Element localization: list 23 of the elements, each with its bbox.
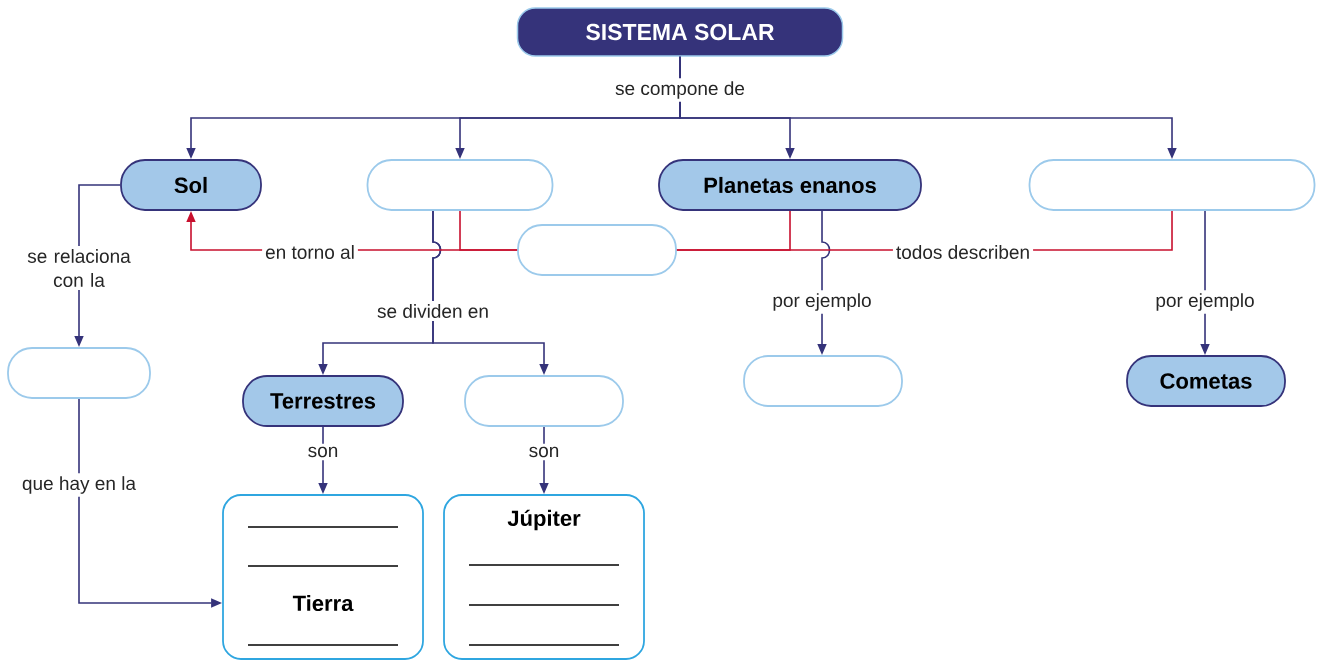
- edge-label: por ejemplo: [769, 290, 875, 314]
- edge-label: se compone de: [612, 78, 748, 102]
- concept-box: [517, 224, 677, 276]
- edge-label: son: [304, 443, 342, 461]
- concept-box: Planetas enanos: [658, 159, 922, 211]
- edge-label: se relaciona con la: [16, 246, 142, 290]
- edge-label: se dividen en: [374, 301, 492, 321]
- concept-box: Cometas: [1126, 355, 1286, 407]
- title-box: SISTEMA SOLAR: [516, 7, 844, 57]
- concept-box: Sol: [120, 159, 262, 211]
- answer-box: Tierra: [222, 494, 424, 660]
- concept-box: [7, 347, 151, 399]
- edge-label: por ejemplo: [1152, 290, 1258, 314]
- edge-label: todos describen: [892, 242, 1034, 262]
- concept-box: Terrestres: [242, 375, 404, 427]
- edge-label: en torno al: [262, 242, 358, 262]
- edge-label: son: [525, 443, 563, 461]
- concept-box: [464, 375, 624, 427]
- concept-box: [366, 159, 554, 211]
- concept-box: [1028, 159, 1316, 211]
- edge-label: que hay en la: [18, 473, 140, 497]
- concept-box: [743, 355, 903, 407]
- answer-box: Júpiter: [443, 494, 645, 660]
